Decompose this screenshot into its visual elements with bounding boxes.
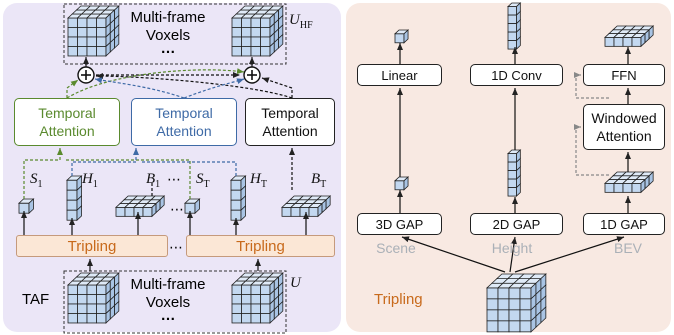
- height-output-column: [506, 2, 522, 50]
- scene-output-cube: [393, 29, 410, 44]
- scene-label: Scene: [376, 240, 416, 256]
- label-h1: H1: [82, 171, 98, 190]
- residual-ffn: [574, 72, 609, 99]
- scene-pooled-cube: [393, 176, 410, 191]
- link-blue-left: [94, 77, 185, 99]
- link-st: [64, 159, 191, 199]
- bottom-voxels-title: Multi-frame Voxels …: [130, 276, 206, 324]
- ffn-box: FFN: [583, 64, 665, 86]
- link-green-right: [66, 68, 245, 99]
- top-voxels-dashed-box: [63, 3, 287, 65]
- link-ht: [140, 161, 237, 176]
- temporal-attention-black: Temporal Attention: [245, 98, 335, 146]
- tripling-title: Tripling: [374, 291, 423, 308]
- plus-right: [243, 66, 261, 84]
- arrow-input-to-3dgap: [401, 236, 506, 273]
- height-pooled-column: [506, 149, 522, 197]
- bev-pooled-slab: [603, 171, 655, 194]
- label-bt: BT: [311, 171, 327, 190]
- bev-slab-t: [280, 195, 332, 218]
- gap3d-box: 3D GAP: [357, 213, 442, 235]
- link-s1: [23, 148, 63, 199]
- residual-windowed: [574, 124, 609, 176]
- bottom-voxel-right: [230, 272, 284, 324]
- symbol-u-hf: UHF: [289, 12, 313, 31]
- bottom-voxel-left: [66, 272, 120, 324]
- tripling-input-voxel: [485, 273, 547, 333]
- height-column-1: [65, 175, 83, 222]
- conv1d-box: 1D Conv: [470, 64, 563, 86]
- bottom-voxels-dashed-box: [63, 270, 287, 334]
- temporal-attention-green: Temporal Attention: [14, 98, 120, 146]
- temporal-attention-blue: Temporal Attention: [131, 98, 237, 146]
- symbol-u: U: [290, 275, 301, 291]
- tripling-box-right: Tripling: [186, 235, 335, 257]
- tripling-box-left: Tripling: [16, 235, 168, 257]
- plus-left: [77, 66, 95, 84]
- link-h1: [71, 148, 139, 176]
- label-s1: S1: [30, 171, 43, 190]
- arrow-input-to-1dgap: [514, 236, 625, 273]
- link-green-left: [66, 79, 79, 98]
- label-ht: HT: [250, 171, 267, 190]
- scene-cube-1: [17, 198, 35, 215]
- bev-output-slab: [603, 25, 655, 48]
- label-st: ST: [196, 171, 210, 190]
- dots-cubes: ⋯: [170, 201, 184, 217]
- bev-label: BEV: [613, 240, 643, 256]
- link-blue-right: [183, 78, 245, 99]
- height-label: Height: [491, 240, 533, 256]
- arrow-input-to-2dgap: [509, 236, 517, 273]
- top-voxel-left: [66, 5, 120, 57]
- dots-features: ⋯: [167, 171, 181, 187]
- linear-box: Linear: [357, 64, 442, 86]
- taf-label: TAF: [22, 291, 50, 308]
- gap1d-box: 1D GAP: [583, 213, 665, 235]
- windowed-attention-box: Windowed Attention: [583, 104, 665, 150]
- top-voxels-title: Multi-frame Voxels …: [130, 9, 206, 57]
- dots-tripling: ⋯: [169, 239, 183, 255]
- link-black-to-right: [261, 77, 293, 98]
- top-voxel-right: [230, 5, 284, 57]
- height-column-t: [229, 175, 247, 222]
- label-b1: B1: [146, 171, 161, 190]
- gap2d-box: 2D GAP: [470, 213, 563, 235]
- scene-cube-t: [183, 198, 201, 215]
